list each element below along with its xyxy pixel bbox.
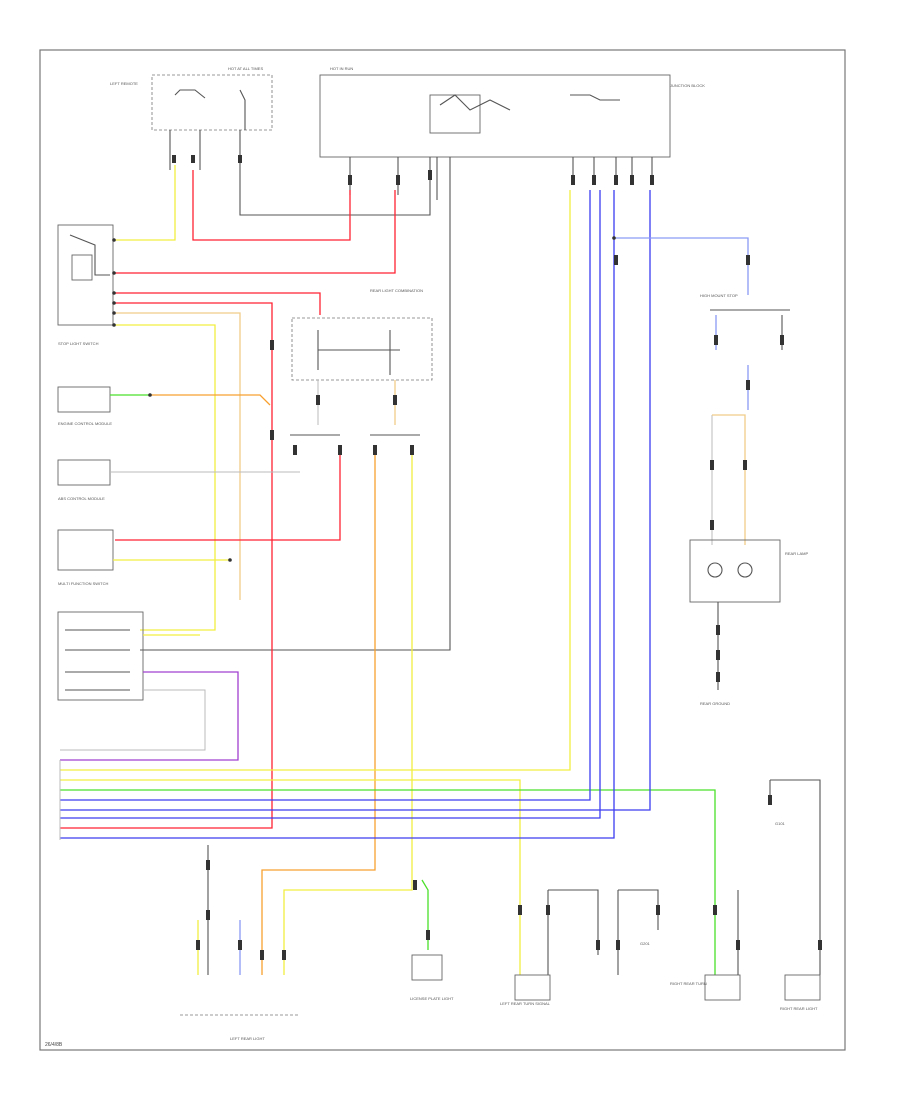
hot-fuse-label: HOT AT ALL TIMES [228,66,263,71]
lic-label: LICENSE PLATE LIGHT [410,996,454,1001]
rear-combo-label: REAR LIGHT COMBINATION [370,288,423,293]
ecm-label: ENGINE CONTROL MODULE [58,421,112,426]
ecm: ENGINE CONTROL MODULE [57,421,112,486]
abs-module: ABS CONTROL MODULE [57,496,114,571]
lic-lamp [411,954,443,981]
rear-combo-box: REAR LIGHT COMBINATION [291,288,433,381]
rear-lamp-box: REAR LAMP [689,539,808,603]
fuse-drops [140,130,653,651]
right-rear-lamp-label: RIGHT REAR LIGHT [780,1006,818,1011]
high-mount-branch: HIGH MOUNT STOP [700,293,790,350]
right-rear-label: RIGHT REAR TURN [670,981,707,986]
wire-red-4 [60,302,273,829]
left-rear-label: LEFT REAR LIGHT [230,1036,265,1041]
connector-pins [172,155,822,960]
fuse-box-main: HOT IN RUN JUNCTION BLOCK [319,66,705,158]
footer-code: 26/4/8B [45,1042,63,1048]
bottom-bus [59,190,716,975]
wire-red-3 [113,292,321,315]
ground-a-label: G101 [775,821,786,826]
right-rear-turn: RIGHT REAR TURN G101 [670,779,821,1001]
fuse-box-left: HOT AT ALL TIMES LEFT REMOTE [110,66,273,131]
junction-label: JUNCTION BLOCK [670,83,705,88]
left-remote-label: LEFT REMOTE [110,81,138,86]
left-relay [57,224,114,326]
rear-lamp-label: REAR LAMP [785,551,808,556]
high-mount-label: HIGH MOUNT STOP [700,293,738,298]
wire-yel-1 [113,165,176,241]
wire-red-1 [113,190,396,274]
wire-tan-3 [712,414,746,545]
left-rear-turn-label: LEFT REAR TURN SIGNAL [500,1001,551,1006]
stop-switch: STOP LIGHT SWITCH [57,341,111,413]
rear-ground-label: REAR GROUND [700,701,730,706]
mfs-label: MULTI FUNCTION SWITCH [58,581,108,586]
splice-dots [112,236,616,562]
wire-pur-1 [60,671,239,761]
wire-org-2 [150,394,271,406]
hot-run-label: HOT IN RUN [330,66,353,71]
ground-b-label: G201 [640,941,651,946]
wire-org-1 [261,445,376,975]
wire-lblu-1 [614,237,749,295]
wire-yel-3 [283,445,413,975]
right-rear-lamp: RIGHT REAR LIGHT [780,974,821,1011]
wire-gry-3 [60,689,206,751]
diagram-border [39,49,846,1051]
abs-label: ABS CONTROL MODULE [58,496,105,501]
ground-b: G201 [617,889,659,975]
stop-switch-label: STOP LIGHT SWITCH [58,341,99,346]
wire-yel-2 [113,324,216,631]
mfs-module: MULTI FUNCTION SWITCH [57,581,144,701]
wire-red-2 [192,170,351,241]
wire-red-5 [115,445,341,541]
wire-tan-1 [113,312,241,600]
left-rear-turn: LEFT REAR TURN SIGNAL [500,889,599,1006]
